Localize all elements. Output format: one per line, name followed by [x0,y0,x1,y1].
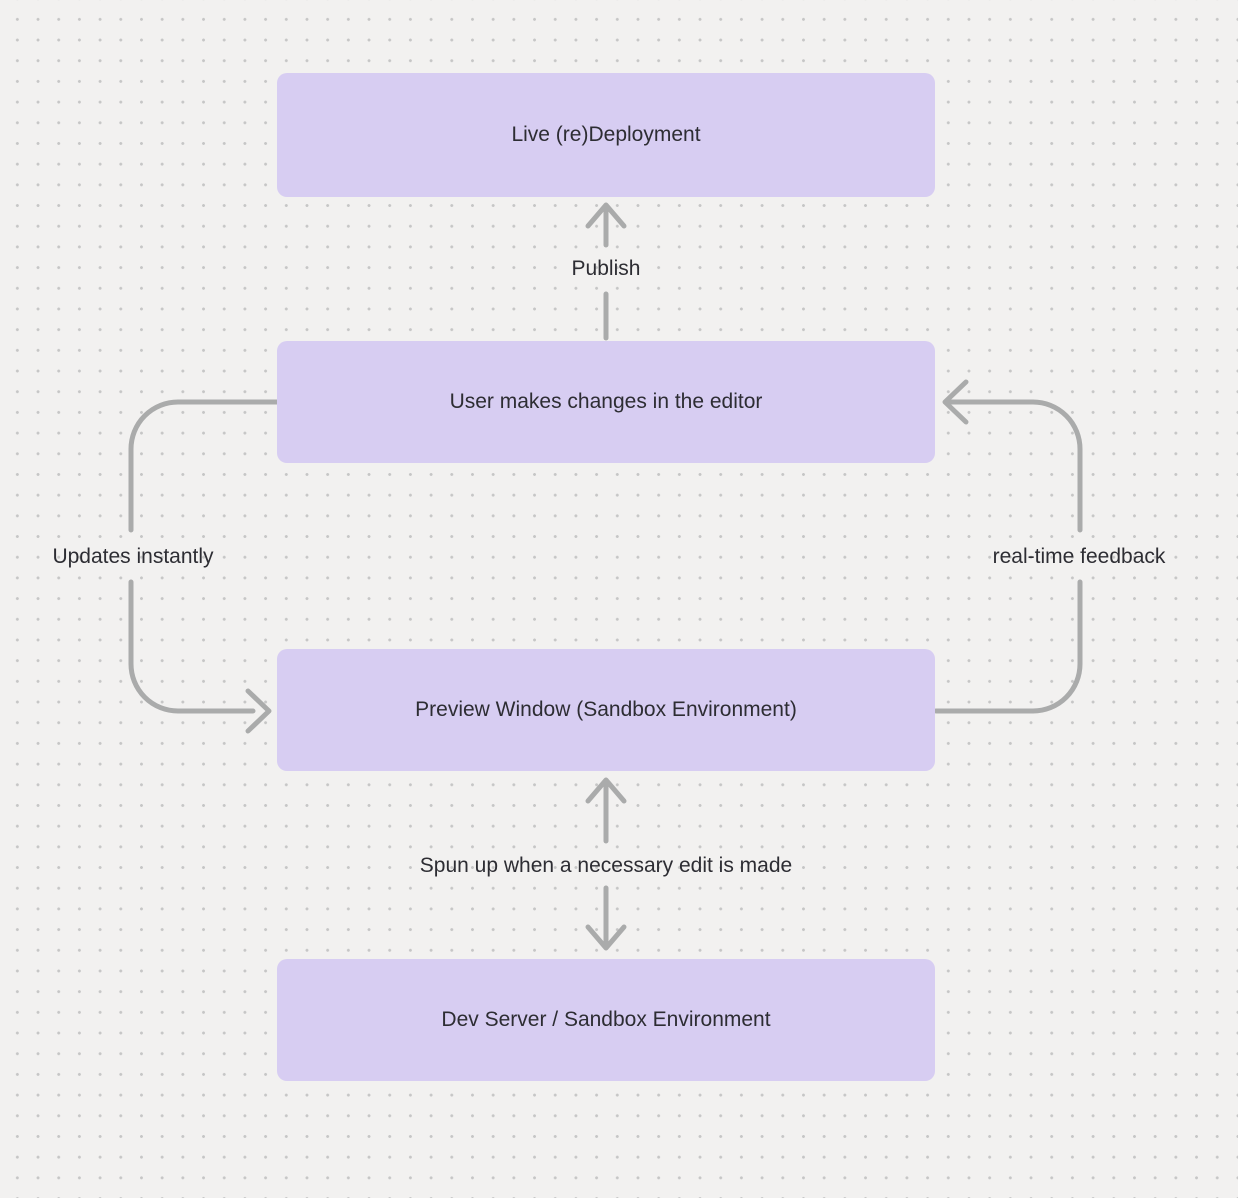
edge-label-spun-up: Spun up when a necessary edit is made [419,854,793,877]
edge-spun-arrowhead-up-icon [585,777,627,804]
node-preview-window: Preview Window (Sandbox Environment) [277,649,935,771]
edge-label-publish: Publish [571,257,641,280]
node-editor: User makes changes in the editor [277,341,935,463]
node-dev-server: Dev Server / Sandbox Environment [277,959,935,1081]
edge-feedback-upper-segment [945,399,1083,533]
node-label: Preview Window (Sandbox Environment) [415,698,797,721]
edge-feedback-lower-segment [933,579,1083,714]
edge-publish-arrowhead-up-icon [585,202,627,229]
node-label: User makes changes in the editor [449,390,763,413]
edge-updates-arrowhead-right-icon [245,688,272,734]
node-label: Dev Server / Sandbox Environment [441,1008,771,1031]
edge-label-updates-instantly: Updates instantly [52,545,214,568]
edge-updates-lower-segment [128,579,256,714]
edge-updates-upper-segment [128,399,280,533]
node-label: Live (re)Deployment [511,123,701,146]
edge-feedback-arrowhead-left-icon [942,379,969,425]
edge-label-real-time-feedback: real-time feedback [992,545,1166,568]
node-live-deployment: Live (re)Deployment [277,73,935,197]
edge-spun-arrowhead-down-icon [585,924,627,951]
